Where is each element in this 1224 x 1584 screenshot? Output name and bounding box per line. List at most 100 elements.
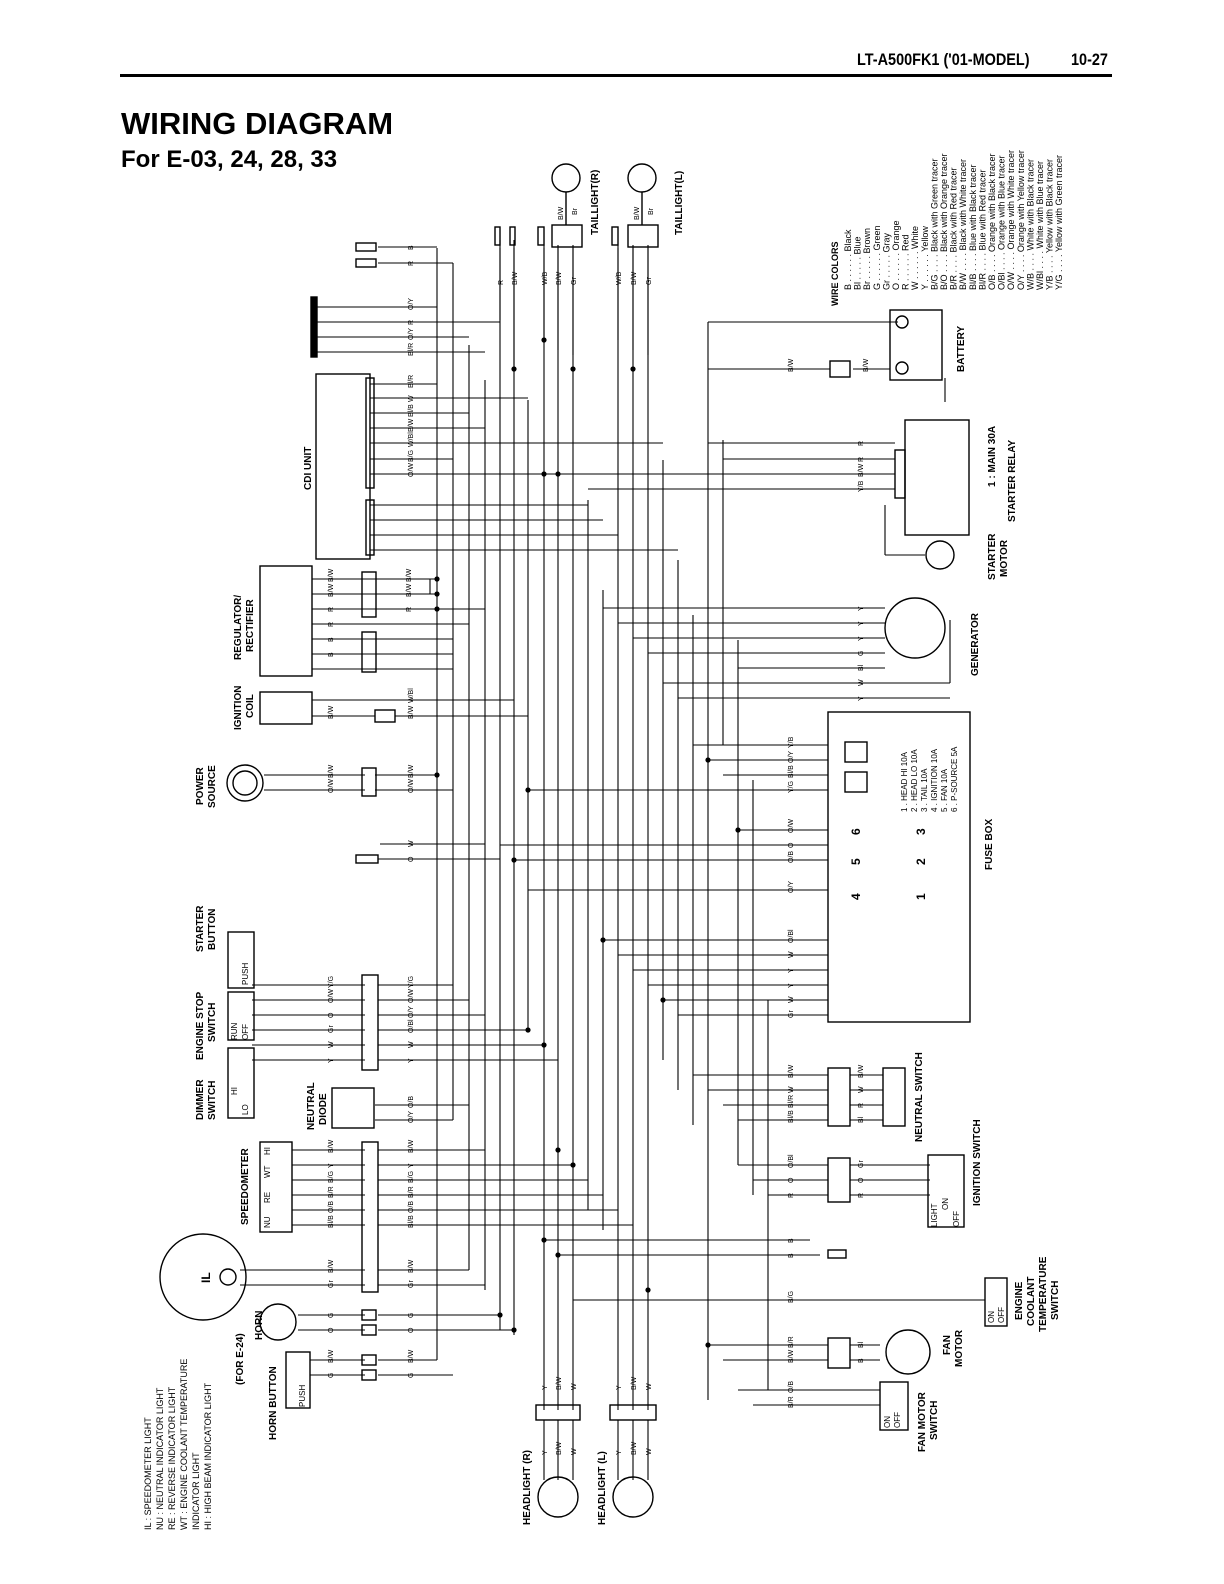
headlight-r-connector [535,1404,581,1421]
wire-tag: W [571,1448,578,1455]
fuse-entry: 5 . FAN 10A [940,768,949,812]
wire-tag: Y [858,621,865,626]
wire-tag: Gr [571,277,578,285]
wire-color-entry: O/B . . . . Orange with Black tracer [987,153,997,290]
starter-relay-connector [894,449,906,499]
wire-tag: O [788,1177,795,1183]
re-label: RE [263,1192,272,1203]
wire-tag: O/Bl [788,1154,795,1168]
page-subtitle: For E-03, 24, 28, 33 [121,146,338,173]
coolant-switch-box [984,1277,1008,1327]
wire-color-entry: O/Bl . . . . Orange with Blue tracer [997,155,1007,290]
wire-tag: Y/G [328,976,335,988]
wire-color-entry: O/Y . . . . Orange with Yellow tracer [1016,150,1026,290]
fuse-entry: 4 . IGNITION 10A [930,748,939,812]
wire-colors-heading: WIRE COLORS [830,242,840,307]
fuse-number: 1 [914,893,928,900]
wire-tag: Y [858,696,865,701]
battery-label: BATTERY [956,326,967,372]
fuse-entry: 3 . TAIL 10A [920,768,929,812]
button-label: BUTTON [207,909,218,950]
wire-tag: R [408,320,415,325]
wire-tag: B/W [858,1064,865,1078]
legend-entry: HI : HIGH BEAM INDICATOR LIGHT [203,1382,213,1530]
fuse-box-relay [844,771,868,793]
wire-tag: B/R [408,1186,415,1198]
wire-tag: R [406,607,413,612]
wire-tag: W [788,1086,795,1093]
wire-tag: B/W [631,1441,638,1455]
fuse-box-label: FUSE BOX [984,819,995,870]
wire-tag: Bl/B [408,1215,415,1228]
wire-tag: B/W [863,358,870,372]
wire-tag: B/W [406,568,413,582]
wire-color-entry: Y/G . . . . Yellow with Green tracer [1054,155,1064,290]
horn-label: HORN [254,1311,265,1340]
wire-tag: W/Bl [408,432,415,447]
speedometer-dial [159,1233,247,1321]
fan-motor-switch-label: FAN MOTOR [917,1391,928,1452]
run-label: RUN [230,1022,239,1040]
generator-circle [884,597,946,659]
switch-label: SWITCH [207,1003,218,1042]
headlight-r-label: HEADLIGHT (R) [522,1450,533,1525]
fuse-number: 5 [849,858,863,865]
wire-color-entry: Y . . . . . . Yellow [920,226,930,290]
wire-tag: B/W [631,1376,638,1390]
push-label-2: PUSH [298,1385,307,1407]
wire-tag: Gr [408,1280,415,1288]
wire-tag: O [858,1177,865,1183]
wire-tag: W/Bl [408,688,415,703]
wire-color-entry: Bl/B . . . . Blue with Black tracer [968,164,978,290]
wiring-traces [240,240,985,1480]
wire-tag: R [788,1193,795,1198]
coil-label: COIL [245,694,256,718]
wire-tag: B/W [408,1259,415,1273]
wire-tag: O/B [408,1201,415,1213]
wire-color-entry: B/W . . . . Black with White tracer [958,159,968,290]
wire-tag: Bl [858,664,865,671]
wire-tag: Y [788,983,795,988]
wire-tag: B [408,245,415,250]
wire-tag: R [408,261,415,266]
neutral-diode-box [331,1087,375,1129]
wire-color-entry: O/W . . . . Orange with White tracer [1006,150,1016,290]
wire-tag: O/Y [408,1006,415,1018]
wire-tag: Gr [858,1160,865,1168]
model-header: LT-A500FK1 ('01-MODEL) [857,50,1030,69]
speedometer-box [259,1141,293,1233]
wire-color-entry: O . . . . . . Orange [891,220,901,290]
wire-tag: O/W [328,779,335,793]
wire-tag: Y [408,1058,415,1063]
off-label-3: OFF [997,1307,1006,1323]
wire-tag: O [408,1327,415,1333]
wire-tag: Y [788,968,795,973]
wire-tag: B [328,652,335,657]
wire-tag: B/W [328,1259,335,1273]
fuse-box-outline [827,711,971,1023]
wire-tag: Y [542,1385,549,1390]
wire-tag: R [328,607,335,612]
neutral-switch-label: NEUTRAL SWITCH [914,1052,925,1142]
fan-switch-label: SWITCH [929,1401,940,1440]
nu-label: NU [263,1216,272,1228]
wire-tag: Bl/B [328,1215,335,1228]
cdi-connector [365,377,375,489]
wire-tag: B [788,1253,795,1258]
wire-tag: B/W [408,1139,415,1153]
wire-tag: Gr [328,1280,335,1288]
wire-tag: B/W [328,583,335,597]
headlight-r-bulb [537,1476,579,1518]
taillight-l-label: TAILLIGHT(L) [674,171,685,235]
push-label: PUSH [241,963,250,985]
regulator-connector [361,631,377,673]
wire-tag: Gr [328,1025,335,1033]
wire-tag: W [788,996,795,1003]
wire-tag: O/W [408,779,415,793]
headlight-l-label: HEADLIGHT (L) [597,1451,608,1525]
temperature-label: TEMPERATURE [1038,1256,1049,1332]
taillight-connector [494,226,501,246]
wire-tag: B/W [556,1376,563,1390]
fan-motor-circle [885,1329,931,1375]
switch-connector [361,974,379,1071]
